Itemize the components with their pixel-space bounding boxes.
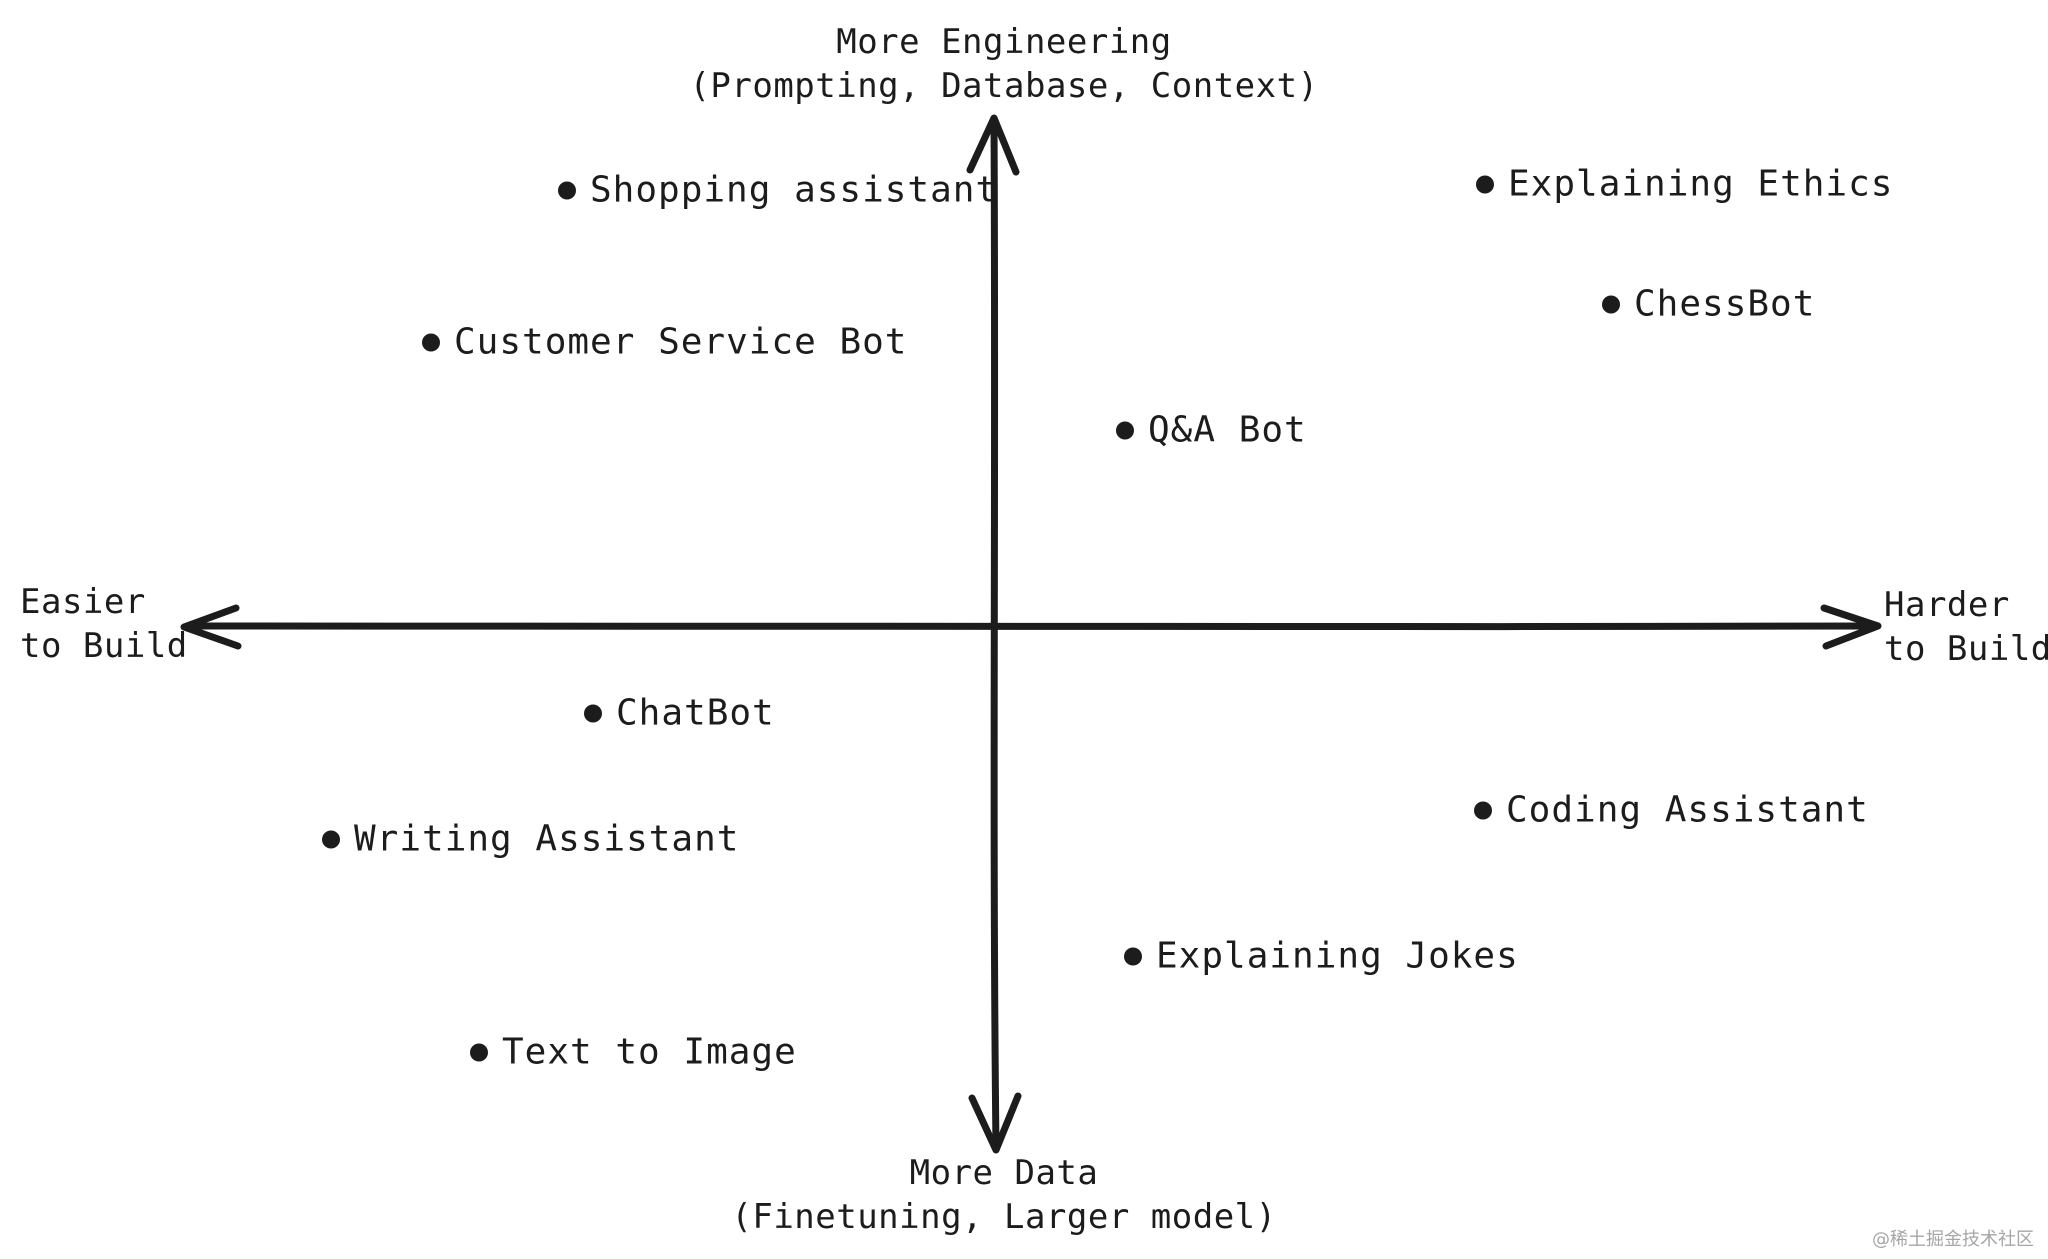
- axis-label-right: Harder to Build: [1884, 583, 2048, 671]
- axis-label-left-line1: Easier: [20, 582, 146, 622]
- dot-marker: [584, 704, 602, 722]
- down-arrow-head: [968, 1092, 1022, 1154]
- right-arrow-head: [1820, 604, 1882, 650]
- axis-label-left-line2: to Build: [20, 626, 188, 666]
- item-text-to-image: Text to Image: [470, 1032, 797, 1073]
- item-label: Explaining Jokes: [1156, 935, 1519, 977]
- dot-marker: [422, 333, 440, 351]
- item-label: Customer Service Bot: [454, 321, 908, 363]
- item-coding-assistant: Coding Assistant: [1474, 790, 1869, 831]
- item-label: Writing Assistant: [354, 818, 740, 860]
- item-chessbot: ChessBot: [1602, 284, 1815, 325]
- item-writing-assistant: Writing Assistant: [322, 819, 739, 860]
- axis-label-top: More Engineering (Prompting, Database, C…: [689, 20, 1318, 108]
- axis-label-left: Easier to Build: [20, 580, 188, 668]
- dot-marker: [1476, 175, 1494, 193]
- axis-label-top-line2: (Prompting, Database, Context): [689, 66, 1319, 106]
- item-explaining-jokes: Explaining Jokes: [1124, 936, 1519, 977]
- dot-marker: [322, 830, 340, 848]
- left-arrow-head: [180, 604, 242, 650]
- up-arrow-head: [966, 114, 1020, 176]
- item-shopping-assistant: Shopping assistant: [558, 170, 998, 211]
- dot-marker: [1602, 295, 1620, 313]
- item-chatbot: ChatBot: [584, 693, 775, 734]
- axis-label-bottom-line1: More Data: [909, 1153, 1099, 1193]
- item-label: Coding Assistant: [1506, 789, 1869, 831]
- dot-marker: [1116, 421, 1134, 439]
- item-label: Shopping assistant: [590, 169, 999, 211]
- dot-marker: [1474, 801, 1492, 819]
- item-label: ChatBot: [616, 692, 775, 734]
- horizontal-axis: [184, 621, 1880, 631]
- axis-label-bottom: More Data (Finetuning, Larger model): [731, 1151, 1276, 1239]
- item-label: Explaining Ethics: [1508, 163, 1894, 205]
- dot-marker: [1124, 947, 1142, 965]
- axis-label-bottom-line2: (Finetuning, Larger model): [731, 1197, 1277, 1237]
- dot-marker: [470, 1043, 488, 1061]
- item-qa-bot: Q&A Bot: [1116, 410, 1307, 451]
- item-explaining-ethics: Explaining Ethics: [1476, 164, 1893, 205]
- dot-marker: [558, 181, 576, 199]
- axis-label-right-line1: Harder: [1884, 585, 2010, 625]
- item-customer-service-bot: Customer Service Bot: [422, 322, 907, 363]
- item-label: Text to Image: [502, 1031, 797, 1073]
- axis-label-right-line2: to Build: [1884, 629, 2048, 669]
- item-label: ChessBot: [1634, 283, 1816, 325]
- axis-label-top-line1: More Engineering: [836, 22, 1172, 62]
- watermark-text: @稀土掘金技术社区: [1872, 1229, 2034, 1250]
- item-label: Q&A Bot: [1148, 409, 1307, 451]
- vertical-axis: [990, 118, 1000, 1152]
